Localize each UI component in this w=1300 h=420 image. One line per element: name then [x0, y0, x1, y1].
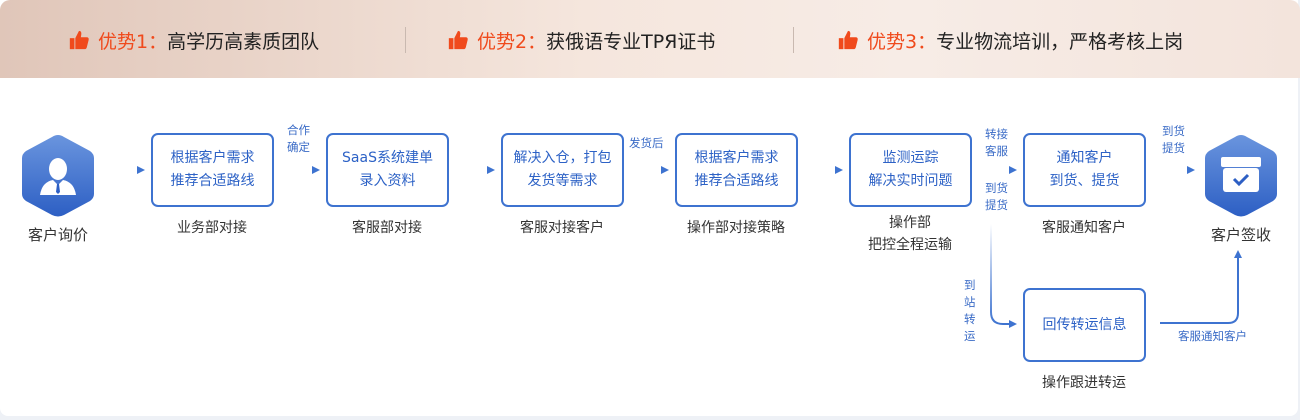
step-text: 发货等需求	[527, 173, 598, 189]
arrow-to-signoff	[1160, 250, 1242, 324]
step-text: 解决实时问题	[868, 173, 953, 189]
label-line: 提货	[985, 198, 1008, 212]
label-line: 到货	[985, 181, 1008, 195]
step-caption: 客服通知客户	[1042, 220, 1126, 236]
step-caption: 客服部对接	[352, 220, 422, 236]
advantage-text: 高学历高素质团队	[167, 30, 320, 53]
step-caption: 操作部把控全程运输	[868, 212, 952, 256]
label-line: 到货	[1162, 124, 1185, 138]
step-text: 录入资料	[359, 173, 416, 189]
step-caption: 操作跟进转运	[1042, 375, 1126, 391]
divider	[405, 27, 406, 53]
arrow-label-arrive-pickup: 到货提货	[1162, 123, 1185, 157]
step-text: 通知客户	[1056, 150, 1113, 166]
arrow-label-transfer-cs: 转接客服	[985, 126, 1008, 160]
label-line: 客服	[985, 144, 1008, 158]
arrow-label-station-transfer: 到站转运	[964, 277, 976, 345]
caption-line: 操作部	[889, 215, 931, 231]
step-box-7: 回传转运信息	[1023, 288, 1146, 362]
advantages-banner: 优势1：高学历高素质团队 优势2：获俄语专业TPЯ证书 优势3：专业物流培训，严…	[0, 0, 1300, 78]
label-line: 站	[964, 295, 976, 309]
arrow-label-arrive-pickup: 到货提货	[985, 180, 1008, 214]
arrow-label-notify-customer: 客服通知客户	[1178, 329, 1247, 343]
step-text: 推荐合适路线	[694, 173, 779, 189]
package-check-icon	[1205, 135, 1277, 217]
step-caption: 业务部对接	[177, 220, 247, 236]
label-line: 确定	[287, 140, 310, 154]
step-text: 监测运踪	[882, 150, 939, 166]
label-line: 转接	[985, 127, 1008, 141]
step-box-4: 根据客户需求推荐合适路线	[675, 133, 798, 207]
step-text: 解决入仓，打包	[513, 150, 612, 166]
step-text: 到货、提货	[1049, 173, 1120, 189]
advantage-title: 优势3：	[867, 30, 937, 53]
end-label: 客户签收	[1210, 226, 1272, 244]
step-box-3: 解决入仓，打包发货等需求	[501, 133, 624, 207]
advantage-text: 专业物流培训，严格考核上岗	[936, 30, 1184, 53]
step-text: SaaS系统建单	[342, 150, 433, 166]
label-line: 运	[964, 329, 976, 343]
advantage-title: 优势1：	[98, 30, 168, 53]
step-box-6: 通知客户到货、提货	[1023, 133, 1146, 207]
divider	[793, 27, 794, 53]
step-text: 回传转运信息	[1042, 316, 1127, 333]
start-label: 客户询价	[27, 226, 89, 244]
step-text: 根据客户需求	[170, 150, 255, 166]
caption-line: 把控全程运输	[868, 237, 952, 253]
step-caption: 客服对接客户	[520, 220, 604, 236]
step-caption: 操作部对接策略	[687, 220, 785, 236]
step-box-5: 监测运踪解决实时问题	[849, 133, 972, 207]
step-box-2: SaaS系统建单录入资料	[326, 133, 449, 207]
advantage-1: 优势1：高学历高素质团队	[68, 26, 319, 54]
label-line: 提货	[1162, 141, 1185, 155]
advantage-3: 优势3：专业物流培训，严格考核上岗	[837, 26, 1183, 54]
step-box-1: 根据客户需求推荐合适路线	[151, 133, 274, 207]
advantage-2: 优势2：获俄语专业TPЯ证书	[447, 26, 715, 54]
arrow-label-after-ship: 发货后	[629, 136, 664, 150]
arrow-label-confirm: 合作确定	[287, 122, 310, 156]
advantage-title: 优势2：	[477, 30, 547, 53]
step-text: 推荐合适路线	[170, 173, 255, 189]
thumbs-up-icon	[448, 30, 468, 50]
arrow-to-transfer	[990, 224, 1017, 328]
label-line: 转	[964, 312, 976, 326]
step-text: 根据客户需求	[694, 150, 779, 166]
label-line: 到	[964, 278, 976, 292]
label-line: 合作	[287, 123, 310, 137]
advantage-text: 获俄语专业TPЯ证书	[546, 30, 716, 53]
thumbs-up-icon	[69, 30, 89, 50]
thumbs-up-icon	[838, 30, 858, 50]
customer-icon	[22, 135, 94, 217]
